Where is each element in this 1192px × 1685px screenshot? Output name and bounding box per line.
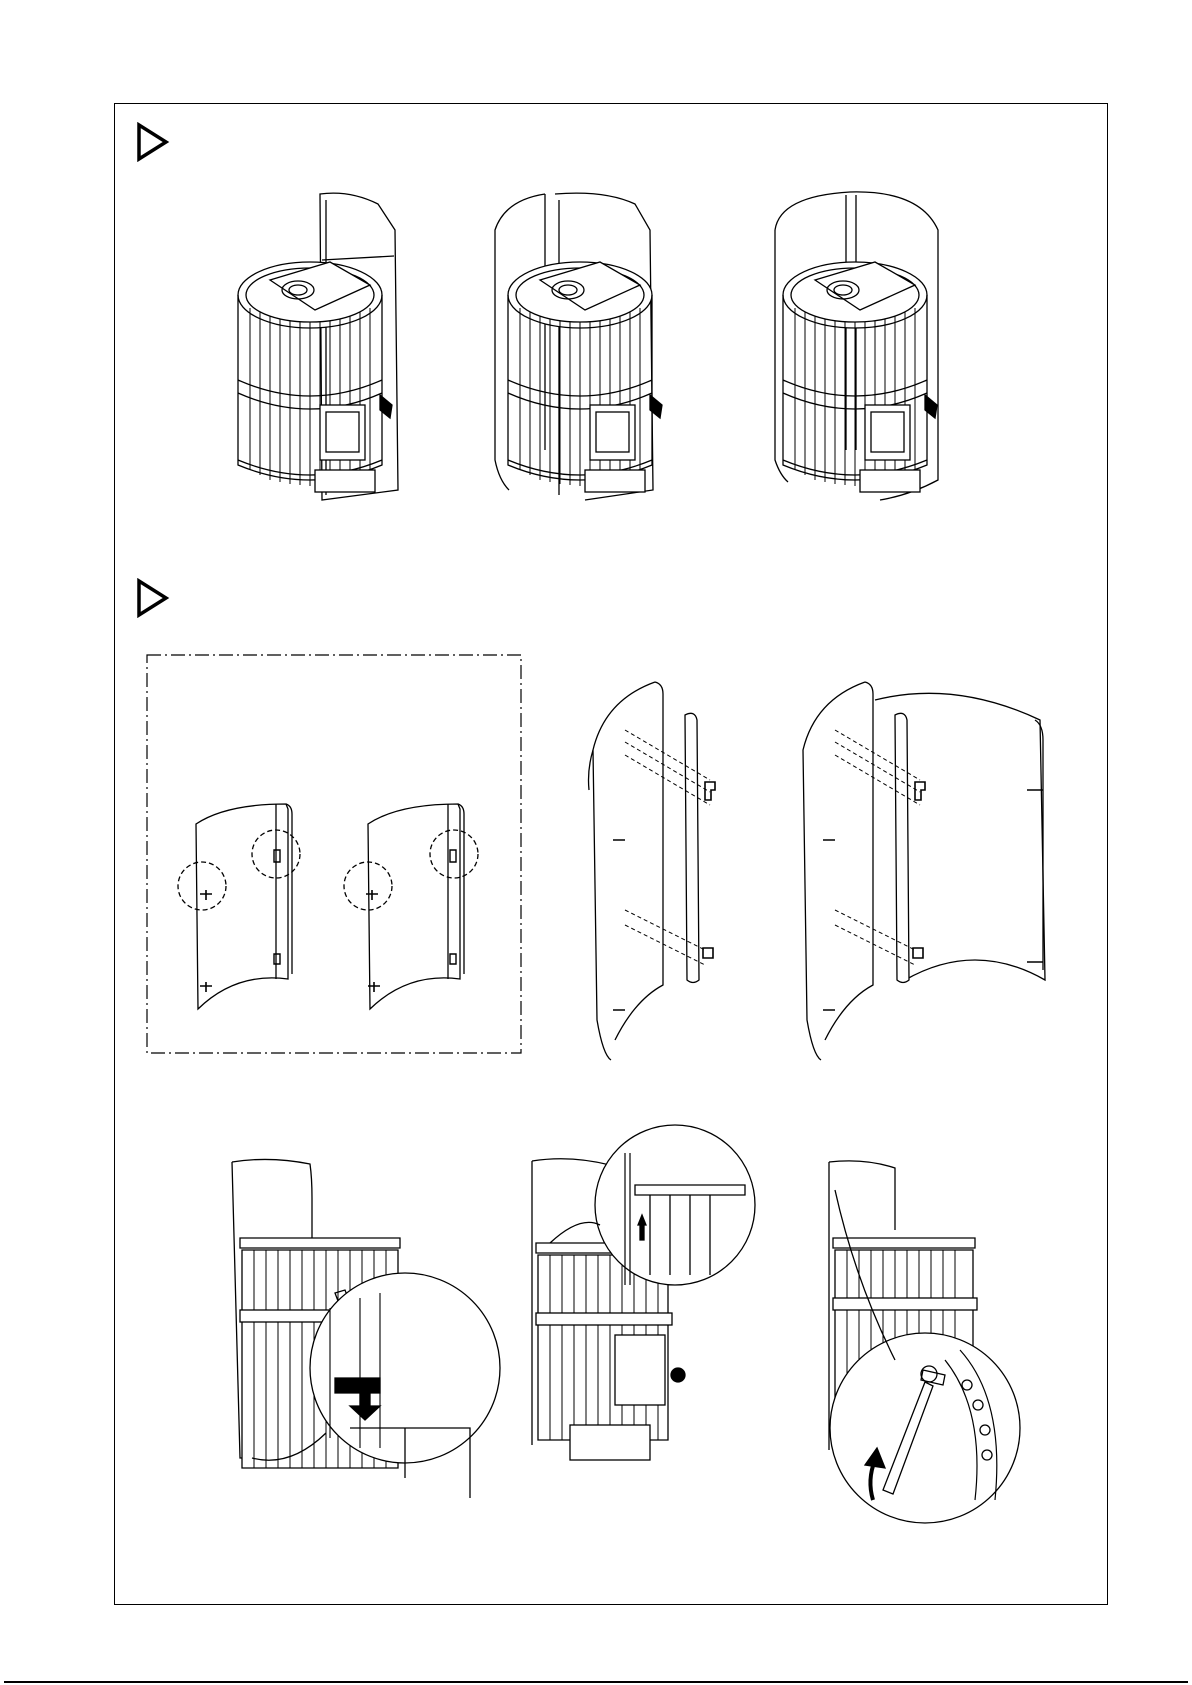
lift-panel-detail <box>530 1125 770 1465</box>
step-1-marker-icon <box>136 122 170 162</box>
step-2-marker-icon <box>136 578 170 618</box>
stove-with-assembled-shield <box>760 190 980 520</box>
panel-and-rail-exploded <box>585 680 735 1060</box>
page-bottom-rule <box>4 1681 1188 1683</box>
stove-with-one-shield-panel <box>230 190 430 520</box>
tighten-screw-with-wrench-detail <box>815 1160 1035 1530</box>
shield-panels-detail-box <box>146 654 522 1054</box>
hook-panel-on-frame-detail <box>230 1158 500 1538</box>
stove-with-two-shield-panels <box>485 190 695 520</box>
panels-joined-exploded <box>795 680 1055 1060</box>
